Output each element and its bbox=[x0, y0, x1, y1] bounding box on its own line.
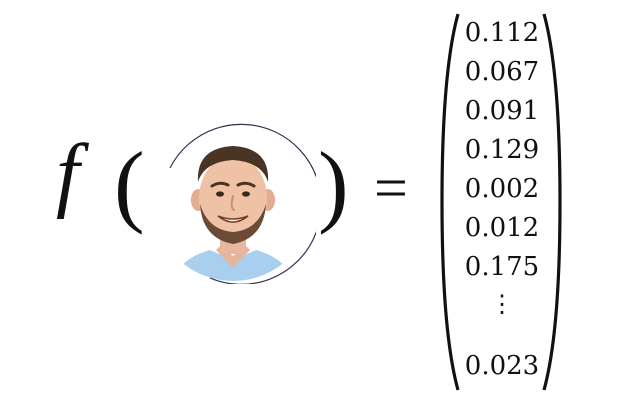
vector-left-bracket bbox=[440, 13, 460, 391]
face-photo bbox=[153, 121, 316, 284]
embedding-vector: 0.112 0.067 0.091 0.129 0.002 0.012 0.17… bbox=[462, 14, 542, 386]
vector-value: 0.067 bbox=[464, 57, 540, 87]
vector-value: 0.112 bbox=[464, 18, 540, 48]
vertical-ellipsis: ⋮ bbox=[490, 290, 514, 318]
vector-value: 0.175 bbox=[464, 252, 540, 282]
open-parenthesis: ( bbox=[114, 133, 145, 235]
close-parenthesis: ) bbox=[318, 133, 349, 235]
vector-value: 0.012 bbox=[464, 213, 540, 243]
equals-sign: = bbox=[374, 155, 408, 221]
vector-value: 0.023 bbox=[464, 351, 540, 381]
vector-value: 0.091 bbox=[464, 96, 540, 126]
vector-value: 0.129 bbox=[464, 135, 540, 165]
function-symbol: f bbox=[56, 127, 80, 220]
vector-right-bracket bbox=[542, 13, 562, 391]
vector-value: 0.002 bbox=[464, 174, 540, 204]
